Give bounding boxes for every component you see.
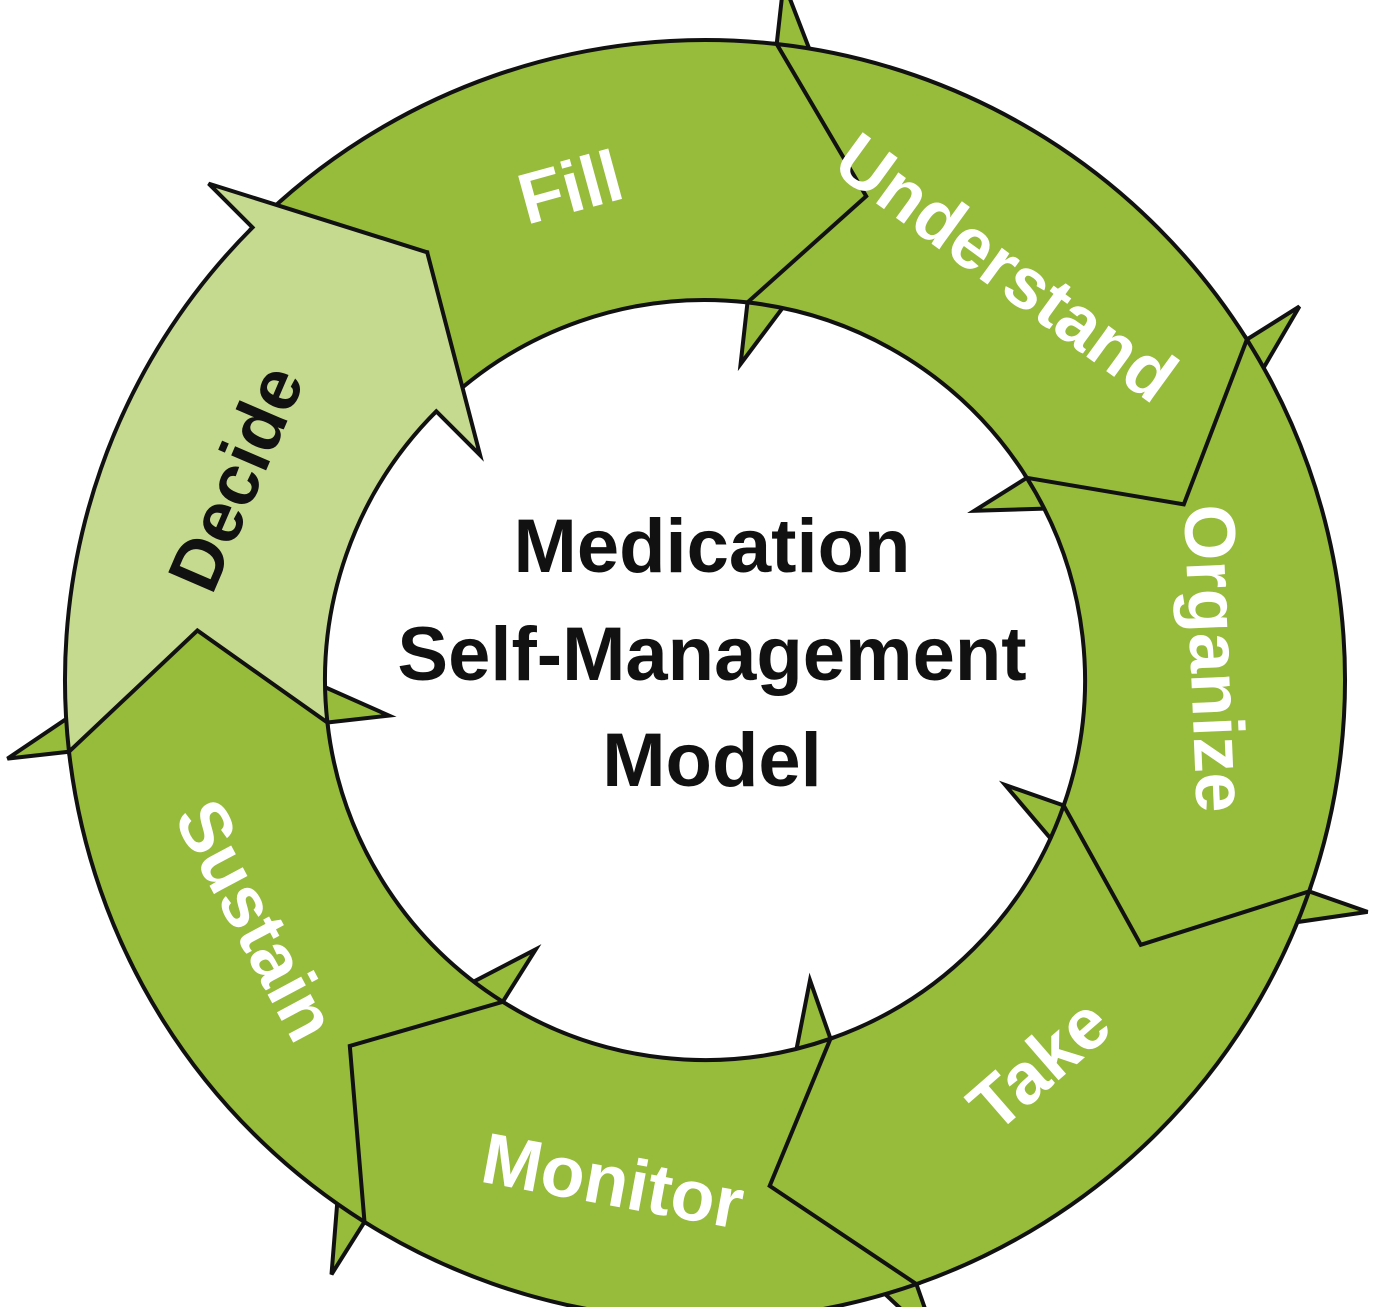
- step-label-organize: Organize: [1168, 503, 1261, 814]
- title-line-2: Self-Management: [397, 612, 1026, 697]
- title-line-1: Medication: [514, 504, 911, 589]
- title-line-3: Model: [602, 718, 822, 803]
- cycle-arrows: [6, 0, 1369, 1307]
- arrow-decide: [63, 181, 484, 756]
